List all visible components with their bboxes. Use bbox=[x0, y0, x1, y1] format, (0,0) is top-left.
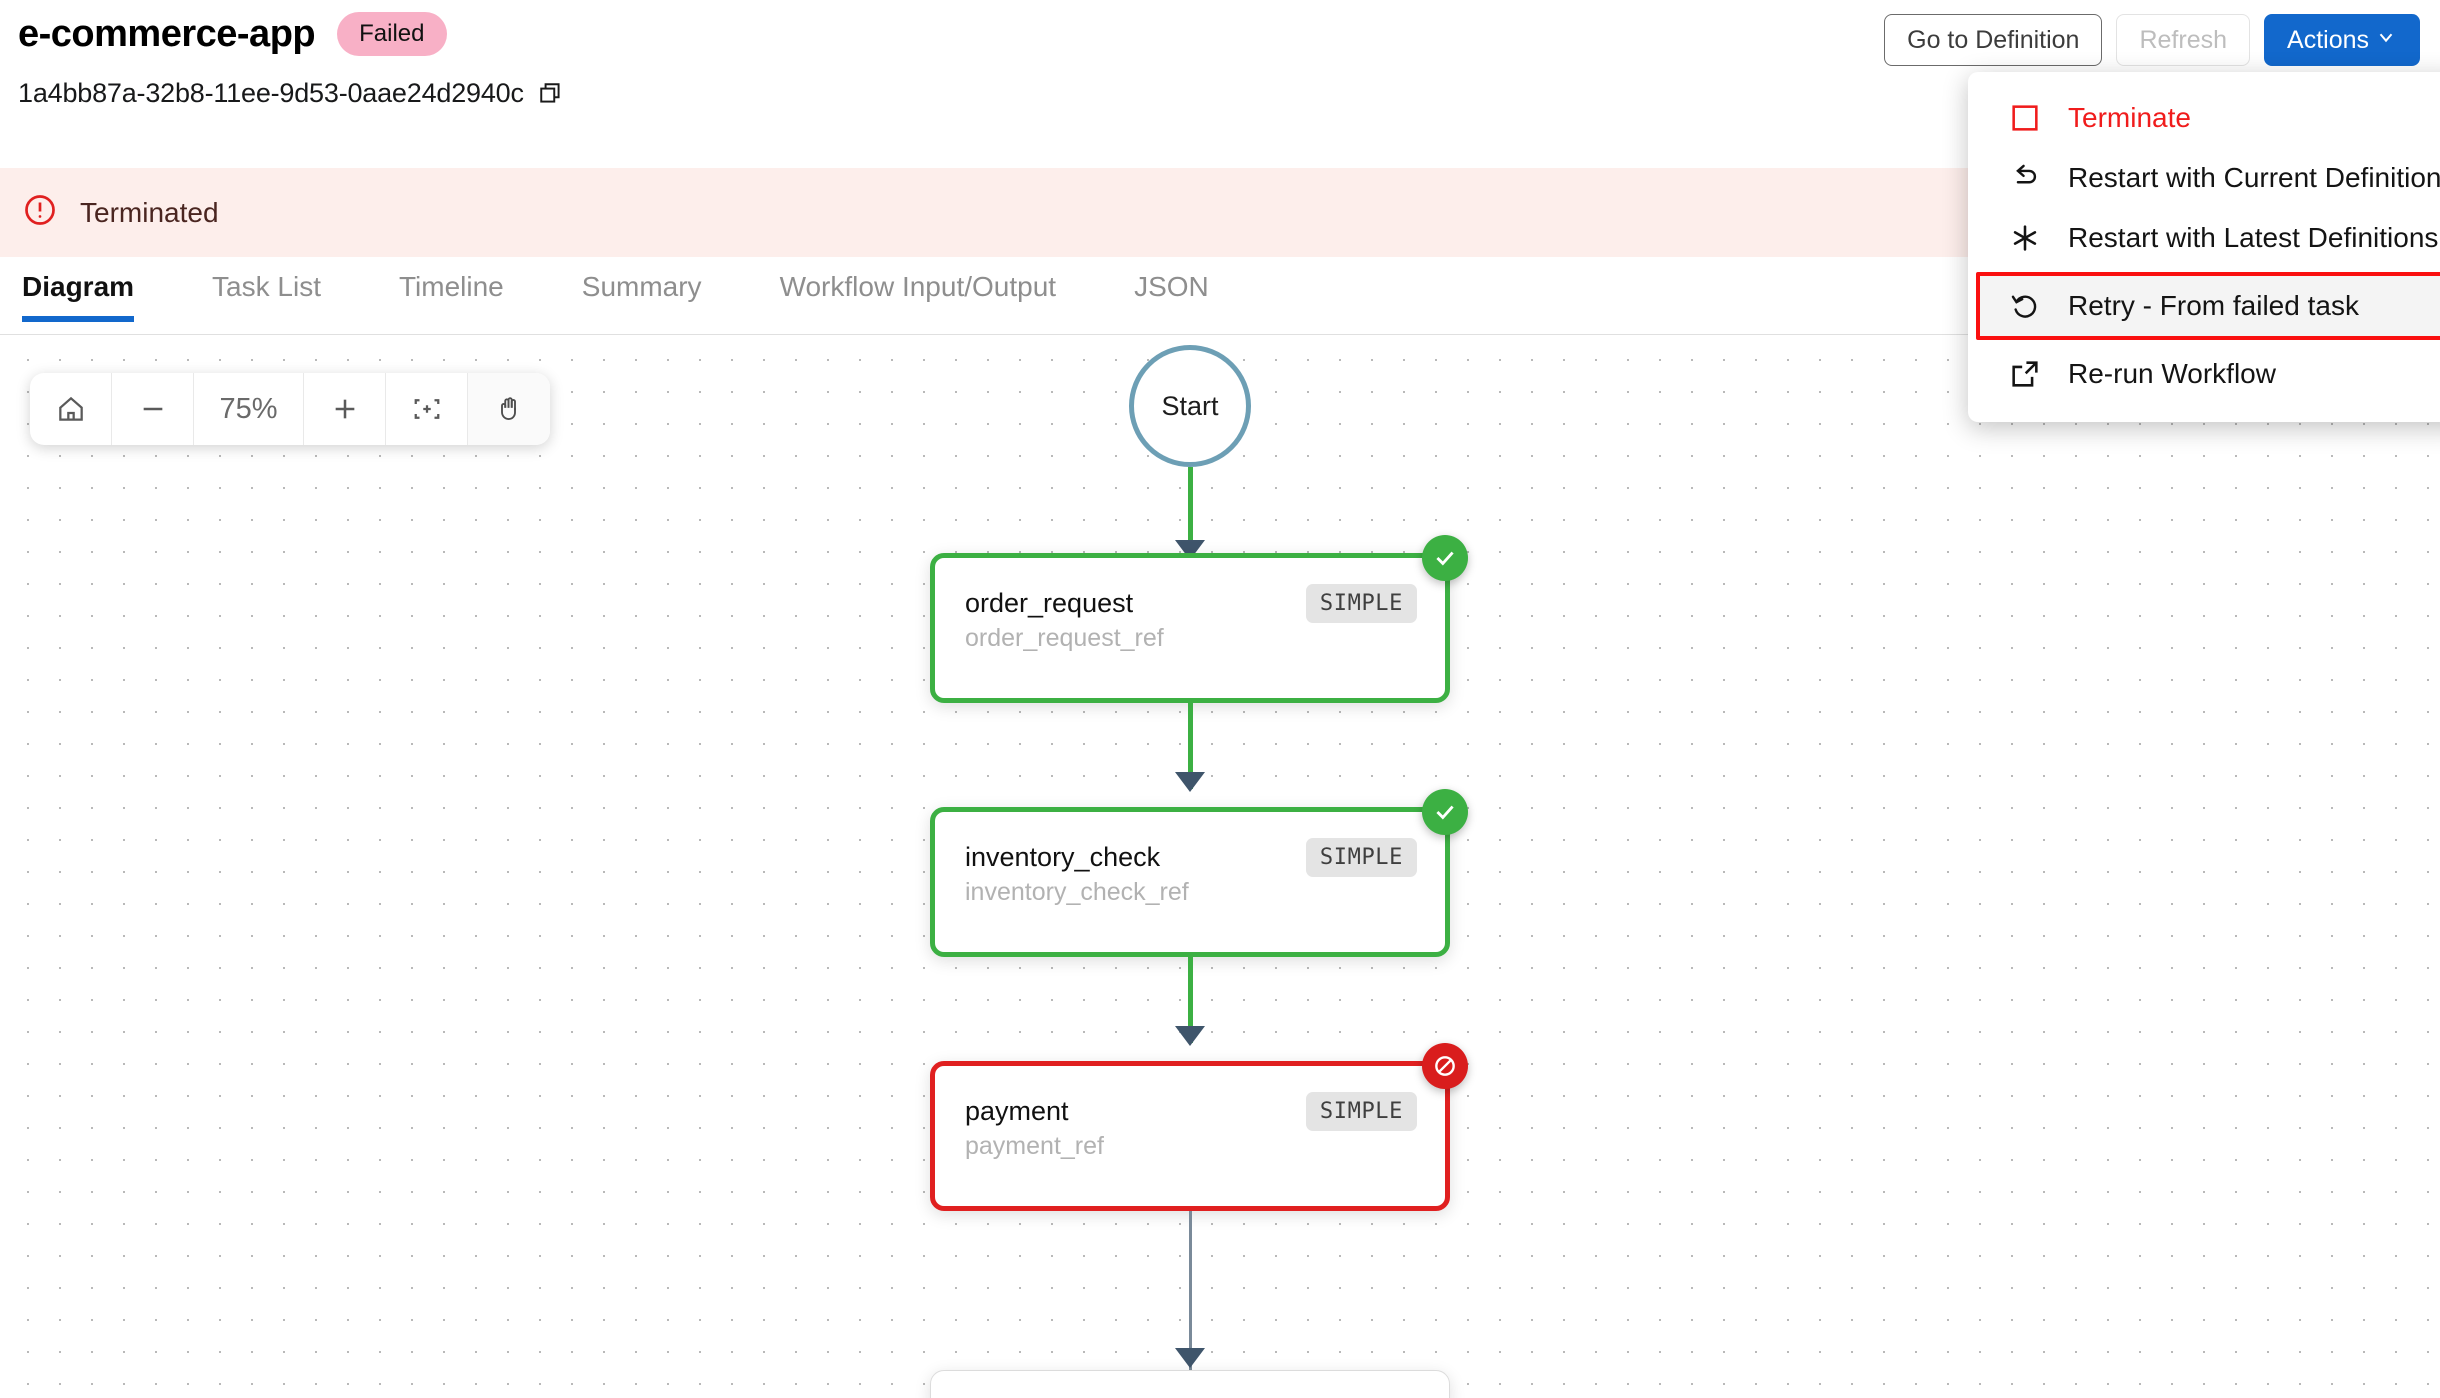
tab-diagram[interactable]: Diagram bbox=[22, 257, 135, 322]
fit-to-screen-icon[interactable] bbox=[386, 373, 468, 445]
menu-item-label: Re-run Workflow bbox=[2068, 358, 2276, 389]
actions-button-label: Actions bbox=[2287, 26, 2369, 54]
edge-start-to-order-request bbox=[1188, 467, 1193, 553]
zoom-level[interactable]: 75% bbox=[194, 373, 304, 445]
task-ref: order_request_ref bbox=[965, 624, 1164, 652]
zoom-toolbar: 75% bbox=[30, 373, 550, 445]
workflow-id: 1a4bb87a-32b8-11ee-9d53-0aae24d2940c bbox=[18, 78, 524, 108]
header-actions: Go to Definition Refresh Actions bbox=[1884, 14, 2420, 66]
task-type-badge: SIMPLE bbox=[1305, 584, 1417, 623]
menu-item-label: Retry - From failed task bbox=[2068, 290, 2359, 321]
plus-icon[interactable] bbox=[304, 373, 386, 445]
edge-inventory-check-to-payment bbox=[1188, 957, 1193, 1043]
arrow-head bbox=[1175, 772, 1205, 792]
task-name: payment bbox=[965, 1096, 1069, 1126]
stop-square-icon bbox=[2008, 101, 2042, 135]
task-node-order-request[interactable]: order_request order_request_ref SIMPLE bbox=[930, 535, 1468, 703]
external-link-icon bbox=[2008, 357, 2042, 391]
arrow-head bbox=[1175, 1026, 1205, 1046]
tab-summary[interactable]: Summary bbox=[581, 271, 702, 302]
workflow-flow: Start order_request order_request_ref SI… bbox=[0, 336, 2440, 1398]
menu-item-label: Terminate bbox=[2068, 102, 2191, 133]
task-type-badge: SIMPLE bbox=[1305, 1092, 1417, 1131]
retry-arrow-icon bbox=[2008, 289, 2042, 323]
undo-arrow-icon bbox=[2008, 161, 2042, 195]
alert-text: Terminated bbox=[80, 196, 219, 228]
edge-order-request-to-inventory-check bbox=[1188, 703, 1193, 789]
task-name: inventory_check bbox=[965, 842, 1161, 872]
task-ref: payment_ref bbox=[965, 1132, 1104, 1160]
task-type-badge: SIMPLE bbox=[1305, 838, 1417, 877]
copy-icon[interactable] bbox=[538, 81, 564, 107]
hand-pan-icon[interactable] bbox=[468, 373, 550, 445]
workflow-id-row: 1a4bb87a-32b8-11ee-9d53-0aae24d2940c bbox=[18, 78, 564, 109]
task-name: order_request bbox=[965, 588, 1134, 618]
menu-item-label: Restart with Latest Definitions bbox=[2068, 222, 2439, 253]
start-node-label: Start bbox=[1161, 390, 1219, 421]
actions-button[interactable]: Actions bbox=[2264, 14, 2420, 66]
menu-item-retry-from-failed-task[interactable]: Retry - From failed task bbox=[1976, 272, 2440, 340]
menu-item-restart-current-definitions[interactable]: Restart with Current Definitions bbox=[1968, 148, 2440, 208]
title-row: e-commerce-app Failed bbox=[18, 10, 447, 58]
check-icon bbox=[1422, 789, 1468, 835]
arrow-head bbox=[1175, 1348, 1205, 1368]
menu-item-label: Restart with Current Definitions bbox=[2068, 162, 2440, 193]
page-title: e-commerce-app bbox=[18, 13, 316, 55]
menu-item-terminate[interactable]: Terminate bbox=[1968, 88, 2440, 148]
edge-payment-to-shipping bbox=[1189, 1211, 1192, 1371]
asterisk-icon bbox=[2008, 221, 2042, 255]
menu-item-re-run-workflow[interactable]: Re-run Workflow bbox=[1968, 344, 2440, 404]
error-circle-icon bbox=[22, 192, 58, 233]
actions-dropdown-menu: Terminate Restart with Current Definitio… bbox=[1968, 72, 2440, 422]
start-node[interactable]: Start bbox=[1129, 345, 1251, 467]
tab-workflow-input-output[interactable]: Workflow Input/Output bbox=[779, 271, 1057, 302]
blocked-icon bbox=[1422, 1043, 1468, 1089]
task-ref: inventory_check_ref bbox=[965, 878, 1189, 906]
status-badge: Failed bbox=[337, 12, 447, 56]
tab-timeline[interactable]: Timeline bbox=[398, 271, 504, 302]
diagram-canvas[interactable]: 75% bbox=[0, 336, 2440, 1398]
tab-task-list[interactable]: Task List bbox=[212, 271, 321, 302]
chevron-down-icon bbox=[2375, 26, 2397, 54]
task-node-shipping[interactable]: shipping shipping_ref SIMPLE bbox=[930, 1370, 1450, 1398]
refresh-button[interactable]: Refresh bbox=[2116, 14, 2251, 66]
task-node-payment[interactable]: payment payment_ref SIMPLE bbox=[930, 1043, 1468, 1211]
check-icon bbox=[1422, 535, 1468, 581]
menu-item-restart-latest-definitions[interactable]: Restart with Latest Definitions bbox=[1968, 208, 2440, 268]
minus-icon[interactable] bbox=[112, 373, 194, 445]
home-icon[interactable] bbox=[30, 373, 112, 445]
tab-json[interactable]: JSON bbox=[1134, 271, 1209, 302]
task-node-inventory-check[interactable]: inventory_check inventory_check_ref SIMP… bbox=[930, 789, 1468, 957]
go-to-definition-button[interactable]: Go to Definition bbox=[1884, 14, 2103, 66]
